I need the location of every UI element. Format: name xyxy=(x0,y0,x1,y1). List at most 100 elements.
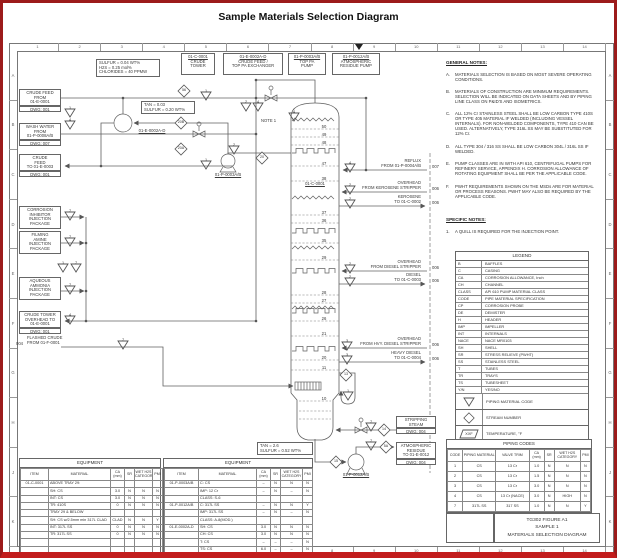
grid-letter: A xyxy=(9,51,17,101)
legend-rows: B BAFFLES C CASING CA CORROSION ALLOWANC… xyxy=(455,261,589,394)
equipment-tag: 01-E-0002A-D xyxy=(239,54,267,59)
dwg-ref: DWG: 001 xyxy=(19,171,61,178)
diamond-icon xyxy=(456,410,483,425)
tray-number: 49 xyxy=(321,132,327,137)
destination-box: ATMOSPHERIC RESIDUE TO 01-E-0012 DWG: 00… xyxy=(396,442,436,466)
line-number: 007 xyxy=(432,164,439,169)
stream-number-icon: 20A xyxy=(174,142,188,156)
injection-package-box: FILMING AMINE INJECTION PACKAGE xyxy=(19,231,61,254)
note-reference: NOTE 1 xyxy=(261,118,277,123)
note-item: A.MATERIALS SELECTION IS BASED ON MOST S… xyxy=(446,72,592,82)
temperature-flag-icon: XXF xyxy=(456,426,483,441)
ruler-number: 9 xyxy=(354,43,396,51)
equipment-row: T: CS –– –N xyxy=(164,538,313,547)
tray-number: 28 xyxy=(321,290,327,295)
piping-codes-title: PIPING CODES xyxy=(447,440,591,449)
ruler-number: 13 xyxy=(522,43,565,51)
ruler-number: 2 xyxy=(59,43,102,51)
stream-callout: DIESEL TO 01-C-0003 006 xyxy=(394,272,439,283)
ruler-number: 8 xyxy=(312,547,354,552)
general-notes-title: GENERAL NOTES: xyxy=(446,60,488,65)
stream-callout: HEAVY DIESEL TO 01-C-0004 006 xyxy=(391,350,439,361)
ruler-number: 10 xyxy=(396,547,438,552)
legend-row: CA CORROSION ALLOWANCE, Inch xyxy=(456,275,588,282)
pa-pump-tag: 01-P-0003A/B xyxy=(214,172,242,177)
grid-letter: G xyxy=(9,349,17,399)
piping-class-flag-icon: 4 xyxy=(64,117,76,130)
ruler-number: 14 xyxy=(564,43,607,51)
grid-letter: B xyxy=(606,101,614,151)
equipment-tag: 01-P-0012A/B xyxy=(342,54,370,59)
dwg-ref: DWG: 007 xyxy=(19,140,61,147)
piping-class-flag-icon: 7 xyxy=(64,282,76,295)
title-block: TG302 FIGURE A1 SAMPLE 1 MATERIALS SELEC… xyxy=(494,513,600,543)
equipment-row: CLASS: A-8(MOD.) xyxy=(164,516,313,525)
piping-class-flag-icon: 2 xyxy=(344,182,356,195)
dwg-ref: DWG: 001 xyxy=(19,328,61,335)
grid-letter: J xyxy=(9,448,17,498)
grid-letter: D xyxy=(606,200,614,250)
stream-number-icon: 56 xyxy=(177,84,191,98)
note-item: D.ALL TYPE 304 / 316 SS SHALL BE LOW CAR… xyxy=(446,144,589,154)
tray-number: 26 xyxy=(321,316,327,321)
dwg-ref: DWG: 001 xyxy=(19,106,61,113)
injection-package-box: AQUEOUS AMMONIA INJECTION PACKAGE xyxy=(19,277,61,300)
stream-number-icon: 13 xyxy=(339,368,353,382)
ruler-number: 13 xyxy=(522,547,565,552)
grid-letter: K xyxy=(606,497,614,547)
ruler-number: 8 xyxy=(312,43,354,51)
note-item: 1.A QUILL IS REQUIRED FOR THE INJECTION … xyxy=(446,229,560,234)
ruler-number: 12 xyxy=(480,43,522,51)
stream-number-icon: 14 xyxy=(377,423,391,437)
piping-class-flag-icon: 1 xyxy=(200,88,212,101)
line-number: 006 xyxy=(432,265,439,270)
grid-letter: F xyxy=(9,299,17,349)
note-item: C.ALL 12% Cr STAINLESS STEEL SHALL BE LO… xyxy=(446,111,594,136)
piping-class-flag-icon: 1 xyxy=(57,260,69,273)
line-number: 006 xyxy=(432,356,439,361)
line-number: 006 xyxy=(432,200,439,205)
grid-letter: F xyxy=(606,299,614,349)
equipment-header-box: 01-P-0012A/B ATMOSPHERIC RESIDUE PUMP xyxy=(332,53,380,75)
legend-row: T TUBES xyxy=(456,366,588,373)
legend-row: H HEADER xyxy=(456,317,588,324)
legend-row: IMP IMPELLER xyxy=(456,324,588,331)
note-item: E.PUMP CLASSES ARE IN WITH API 610, CENT… xyxy=(446,161,592,176)
grid-letter: E xyxy=(9,249,17,299)
piping-class-flag-icon: 2 xyxy=(344,196,356,209)
source-box: CRUDE TOWER OVERHEAD TO 01-E-0001 DWG: 0… xyxy=(19,311,61,335)
legend-row: C CASING xyxy=(456,268,588,275)
piping-class-flag-icon: 7 xyxy=(64,234,76,247)
piping-class-flag-icon: 1 xyxy=(342,388,354,401)
stream-number-icon: 5A xyxy=(379,440,393,454)
specific-notes-title: SPECIFIC NOTES: xyxy=(446,217,486,222)
legend-row: TR TRAYS xyxy=(456,373,588,380)
ruler-number: 4 xyxy=(143,43,186,51)
legend-row: B BAFFLES xyxy=(456,261,588,268)
grid-letter: K xyxy=(9,497,17,547)
piping-class-flag-icon: 2 xyxy=(228,142,240,155)
injection-package-box: CORROSION INHIBITOR INJECTION PACKAGE xyxy=(19,206,61,229)
legend-row: SS STAINLESS STEEL xyxy=(456,359,588,366)
grid-letter: C xyxy=(606,150,614,200)
title-block-aux xyxy=(446,513,494,543)
piping-class-flag-icon: 4 xyxy=(288,109,300,122)
line-number: 006 xyxy=(432,186,439,191)
ruler-number: 3 xyxy=(101,43,144,51)
grid-letter: C xyxy=(9,150,17,200)
legend-symbol-row: PIPING MATERIAL CODE xyxy=(455,394,589,410)
legend-title: LEGEND xyxy=(455,251,589,261)
